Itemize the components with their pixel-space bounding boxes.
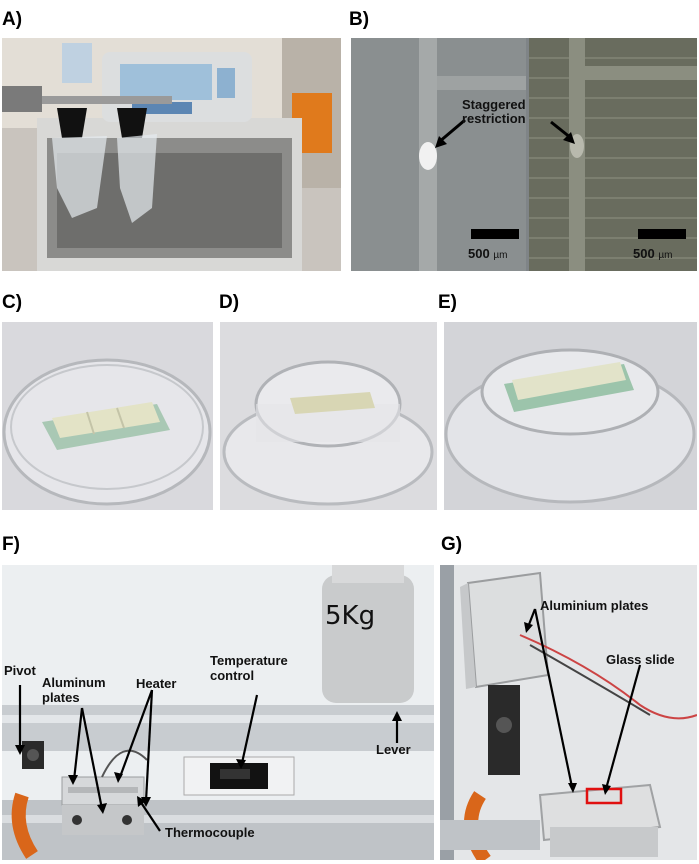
panel-label-d: D)	[219, 292, 240, 313]
label-aluminum-plates: Aluminum plates	[42, 675, 106, 705]
panel-label-e: E)	[438, 292, 457, 313]
annotation-staggered-restriction: Staggered restriction	[462, 97, 526, 127]
label-pivot: Pivot	[4, 663, 36, 678]
scale-label-left: 500 µm	[468, 246, 508, 261]
photo-petri-dish-d	[220, 322, 437, 510]
scale-label-right: 500 µm	[633, 246, 673, 261]
panel-label-f: F)	[2, 534, 20, 555]
panel-label-c: C)	[2, 292, 23, 313]
label-aluminium-plates: Aluminium plates	[540, 598, 649, 613]
photo-press-setup	[2, 565, 434, 860]
photo-petri-dish-c	[2, 322, 213, 510]
panel-label-g: G)	[441, 534, 463, 555]
weight-label: 5Kg	[325, 601, 376, 631]
photo-petri-dish-e	[444, 322, 697, 510]
photo-press-closeup	[440, 565, 697, 860]
label-temperature-control: Temperature control	[210, 653, 288, 683]
label-lever: Lever	[376, 742, 411, 757]
label-glass-slide: Glass slide	[606, 652, 675, 667]
photo-micrograph	[351, 38, 697, 271]
panel-label-b: B)	[349, 9, 370, 30]
photo-ultrasonic-bath	[2, 38, 341, 271]
label-thermocouple: Thermocouple	[165, 825, 255, 840]
label-heater: Heater	[136, 676, 177, 691]
panel-label-a: A)	[2, 9, 23, 30]
